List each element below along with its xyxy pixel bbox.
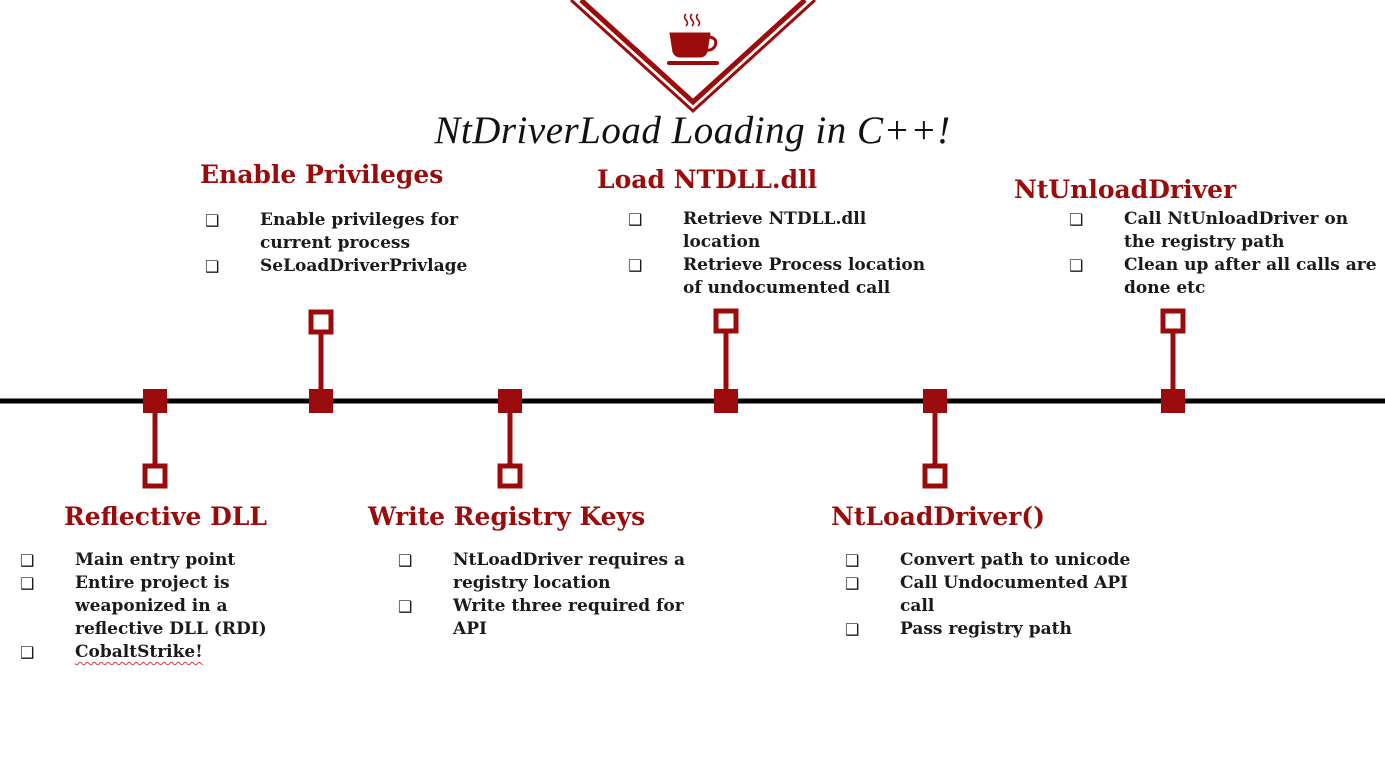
checkbox-square-icon: ❑ [845,620,860,639]
marker-nt-load-driver [923,389,947,413]
list-item: ❑SeLoadDriverPrivlage [205,256,468,276]
marker-reflective-dll [143,389,167,413]
checkbox-square-icon: ❑ [845,574,860,593]
checkbox-square-icon: ❑ [205,257,220,276]
list-item: ❑Retrieve Process location of undocument… [628,255,926,298]
checkbox-square-icon: ❑ [628,210,643,229]
marker-nt-unload-driver [1161,389,1185,413]
list-item: ❑Call NtUnloadDriver on the registry pat… [1069,209,1349,252]
list-item: ❑Retrieve NTDLL.dll location [628,209,867,252]
stage-heading: Load NTDLL.dll [597,165,818,194]
end-markers [142,308,1186,489]
checkbox-square-icon: ❑ [20,551,35,570]
stage-heading: NtUnloadDriver [1014,175,1237,204]
list-item: ❑Write three required for API [398,596,684,639]
stage-load-ntdll: Load NTDLL.dll ❑Retrieve NTDLL.dll locat… [597,165,925,298]
stage-heading: Reflective DLL [64,502,268,531]
checkbox-square-icon: ❑ [205,211,220,230]
stage-heading: Write Registry Keys [368,502,646,531]
checkbox-square-icon: ❑ [20,574,35,593]
list-item: ❑Call Undocumented API call [845,573,1129,616]
stage-item-list: ❑Enable privileges for current process ❑… [205,209,468,278]
list-item: ❑Entire project is weaponized in a refle… [20,573,267,639]
stage-item-list: ❑Main entry point ❑Entire project is wea… [20,549,280,664]
stage-write-registry-keys: Write Registry Keys ❑NtLoadDriver requir… [368,502,685,639]
stage-item-list: ❑NtLoadDriver requires a registry locati… [398,549,688,641]
checkbox-square-icon: ❑ [398,597,413,616]
coffee-cup-icon [667,13,719,65]
stage-item-list: ❑Retrieve NTDLL.dll location ❑Retrieve P… [628,208,928,300]
checkbox-square-icon: ❑ [628,256,643,275]
stage-enable-privileges: Enable Privileges ❑Enable privileges for… [200,160,467,276]
page-title: NtDriverLoad Loading in C++! [434,109,951,152]
list-item: ❑Pass registry path [845,619,1072,639]
marker-enable-privileges [309,389,333,413]
checkbox-square-icon: ❑ [1069,256,1084,275]
checkbox-square-icon: ❑ [20,643,35,662]
list-item: ❑Clean up after all calls are done etc [1069,255,1377,298]
list-item: ❑CobaltStrike! [20,642,203,662]
stage-item-list: ❑Call NtUnloadDriver on the registry pat… [1069,208,1384,300]
stage-nt-unload-driver: NtUnloadDriver ❑Call NtUnloadDriver on t… [1014,175,1377,298]
list-item: ❑Main entry point [20,550,236,570]
checkbox-square-icon: ❑ [845,551,860,570]
marker-load-ntdll [714,389,738,413]
stage-heading: Enable Privileges [200,160,444,189]
stage-item-list: ❑Convert path to unicode ❑Call Undocumen… [845,549,1145,641]
checkbox-square-icon: ❑ [1069,210,1084,229]
stage-nt-load-driver: NtLoadDriver() ❑Convert path to unicode … [831,502,1130,639]
stage-reflective-dll: Reflective DLL ❑Main entry point ❑Entire… [20,502,268,662]
list-item: ❑Enable privileges for current process [205,210,459,253]
checkbox-square-icon: ❑ [398,551,413,570]
list-item: ❑Convert path to unicode [845,550,1131,570]
banner-chevron [569,0,817,114]
marker-write-registry-keys [498,389,522,413]
stage-heading: NtLoadDriver() [831,502,1045,531]
list-item: ❑NtLoadDriver requires a registry locati… [398,550,686,593]
axis-markers [143,389,1185,413]
